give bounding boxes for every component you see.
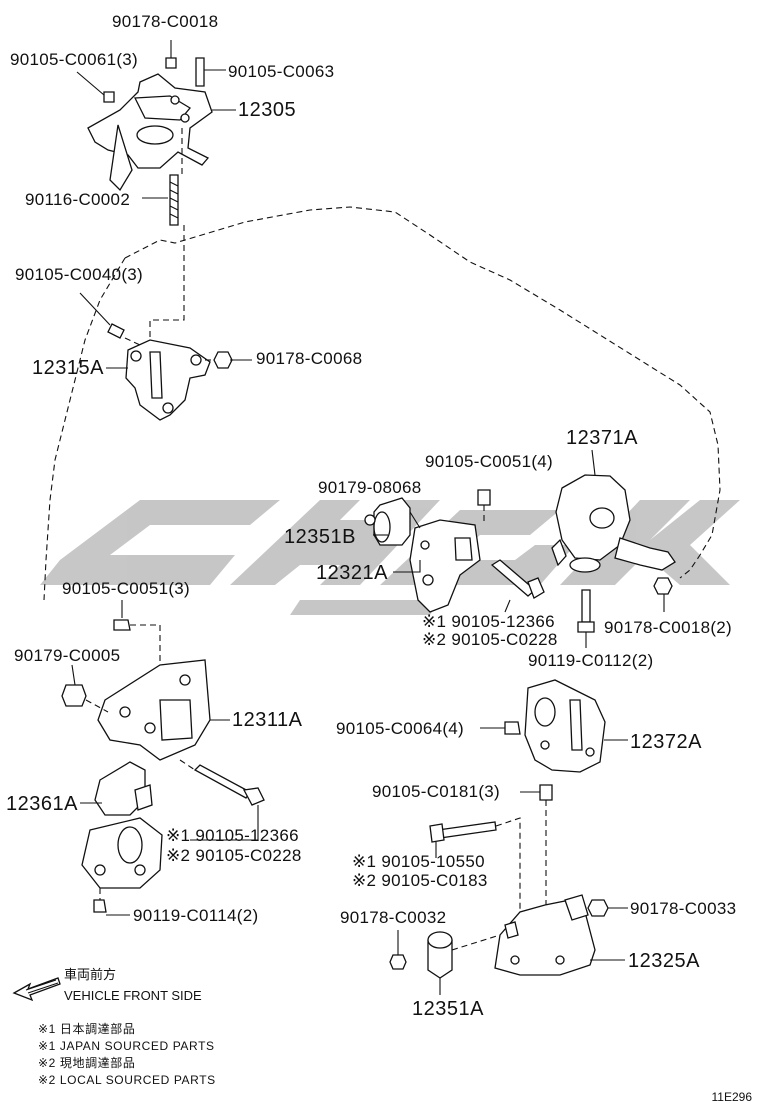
label-90105-c0051-3: 90105-C0051(3) xyxy=(62,579,191,598)
label-90116-c0002: 90116-C0002 xyxy=(25,190,131,209)
label-90105-c0063: 90105-C0063 xyxy=(228,62,335,81)
part-12325a xyxy=(494,894,596,976)
note-2: ※1 JAPAN SOURCED PARTS xyxy=(38,1039,215,1053)
part-12311a xyxy=(97,659,211,761)
label-90105-c0181: 90105-C0181(3) xyxy=(372,782,501,801)
label-12311a: 12311A xyxy=(232,709,303,731)
note-1: ※1 日本調達部品 xyxy=(38,1022,136,1036)
part-12315a xyxy=(107,323,233,421)
label-90119-c0112: 90119-C0112(2) xyxy=(528,651,654,670)
label-12351b: 12351B xyxy=(284,526,356,548)
label-12321a: 12321A xyxy=(316,562,388,584)
drawing-code: 11E296 xyxy=(711,1090,752,1104)
part-12305 xyxy=(87,57,213,226)
label-90119-c0114: 90119-C0114(2) xyxy=(133,906,259,925)
label-90105-12366-left: ※1 90105-12366 xyxy=(166,826,299,845)
left-arrow-icon xyxy=(12,977,61,1002)
label-90179-08068: 90179-08068 xyxy=(318,478,422,497)
label-90178-c0018-top: 90178-C0018 xyxy=(112,12,219,31)
label-90105-c0228-left: ※2 90105-C0228 xyxy=(166,846,302,865)
part-12361a xyxy=(81,761,163,889)
part-12371a xyxy=(551,474,676,595)
label-12305: 12305 xyxy=(238,99,297,121)
legend-front-en: VEHICLE FRONT SIDE xyxy=(64,988,202,1003)
part-12321a xyxy=(409,519,481,613)
label-90105-10550: ※1 90105-10550 xyxy=(352,852,485,871)
label-12351a: 12351A xyxy=(412,998,484,1020)
label-90179-c0005: 90179-C0005 xyxy=(14,646,121,665)
engine-outline xyxy=(124,206,721,579)
label-12371a: 12371A xyxy=(566,427,638,449)
legend-front-jp: 車両前方 xyxy=(64,967,117,982)
label-90178-c0032: 90178-C0032 xyxy=(340,908,447,927)
label-90178-c0018-2: 90178-C0018(2) xyxy=(604,618,733,637)
label-90178-c0033: 90178-C0033 xyxy=(630,899,737,918)
note-4: ※2 LOCAL SOURCED PARTS xyxy=(38,1073,216,1087)
label-12325a: 12325A xyxy=(628,950,700,972)
label-90105-c0061: 90105-C0061(3) xyxy=(10,50,139,69)
label-90105-c0228-right: ※2 90105-C0228 xyxy=(422,630,558,649)
label-90105-c0064: 90105-C0064(4) xyxy=(336,719,465,738)
part-12372a xyxy=(524,679,606,773)
label-90105-12366-right: ※1 90105-12366 xyxy=(422,612,555,631)
label-90105-c0040: 90105-C0040(3) xyxy=(15,265,144,284)
label-90105-c0183: ※2 90105-C0183 xyxy=(352,871,488,890)
note-3: ※2 現地調達部品 xyxy=(38,1056,136,1070)
label-12372a: 12372A xyxy=(630,731,702,753)
label-90105-c0051-4: 90105-C0051(4) xyxy=(425,452,554,471)
label-90178-c0068: 90178-C0068 xyxy=(256,349,363,368)
label-12361a: 12361A xyxy=(6,793,78,815)
part-12351a xyxy=(427,931,453,979)
label-12315a: 12315A xyxy=(32,357,104,379)
